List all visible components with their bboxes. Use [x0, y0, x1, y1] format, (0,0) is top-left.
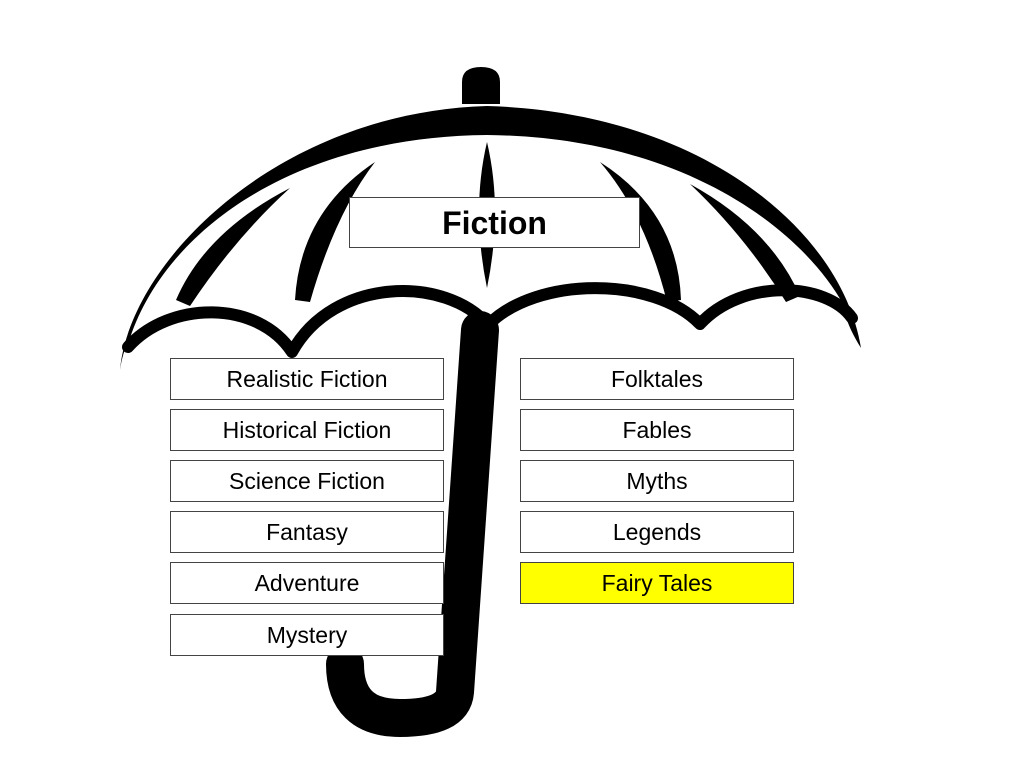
right-item-legends: Legends	[520, 511, 794, 553]
fiction-title-box: Fiction	[349, 197, 640, 248]
umbrella-rib-left-outer	[176, 188, 290, 306]
fiction-title: Fiction	[442, 204, 547, 241]
right-item-label: Legends	[612, 518, 702, 545]
umbrella-rib-right-outer	[690, 184, 800, 302]
left-item-label: Fantasy	[266, 518, 348, 545]
left-item-mystery: Mystery	[170, 614, 444, 656]
left-item-realistic-fiction: Realistic Fiction	[170, 358, 444, 400]
right-item-myths: Myths	[520, 460, 794, 502]
right-item-label: Fairy Tales	[601, 569, 713, 596]
right-item-label: Myths	[626, 467, 688, 494]
right-item-fairy-tales: Fairy Tales	[520, 562, 794, 604]
left-item-fantasy: Fantasy	[170, 511, 444, 553]
left-item-label: Adventure	[254, 569, 360, 596]
right-item-label: Fables	[622, 416, 692, 443]
right-item-label: Folktales	[610, 365, 704, 392]
left-item-label: Realistic Fiction	[226, 365, 388, 392]
left-item-science-fiction: Science Fiction	[170, 460, 444, 502]
left-item-adventure: Adventure	[170, 562, 444, 604]
right-item-folktales: Folktales	[520, 358, 794, 400]
umbrella-rib-right-inner	[600, 162, 681, 302]
right-item-fables: Fables	[520, 409, 794, 451]
left-item-label: Mystery	[266, 621, 348, 648]
left-item-label: Historical Fiction	[222, 416, 392, 443]
umbrella-rib-left-inner	[295, 162, 375, 302]
umbrella-tip	[462, 67, 500, 104]
left-item-label: Science Fiction	[229, 467, 385, 494]
left-item-historical-fiction: Historical Fiction	[170, 409, 444, 451]
umbrella-handle	[326, 311, 499, 737]
